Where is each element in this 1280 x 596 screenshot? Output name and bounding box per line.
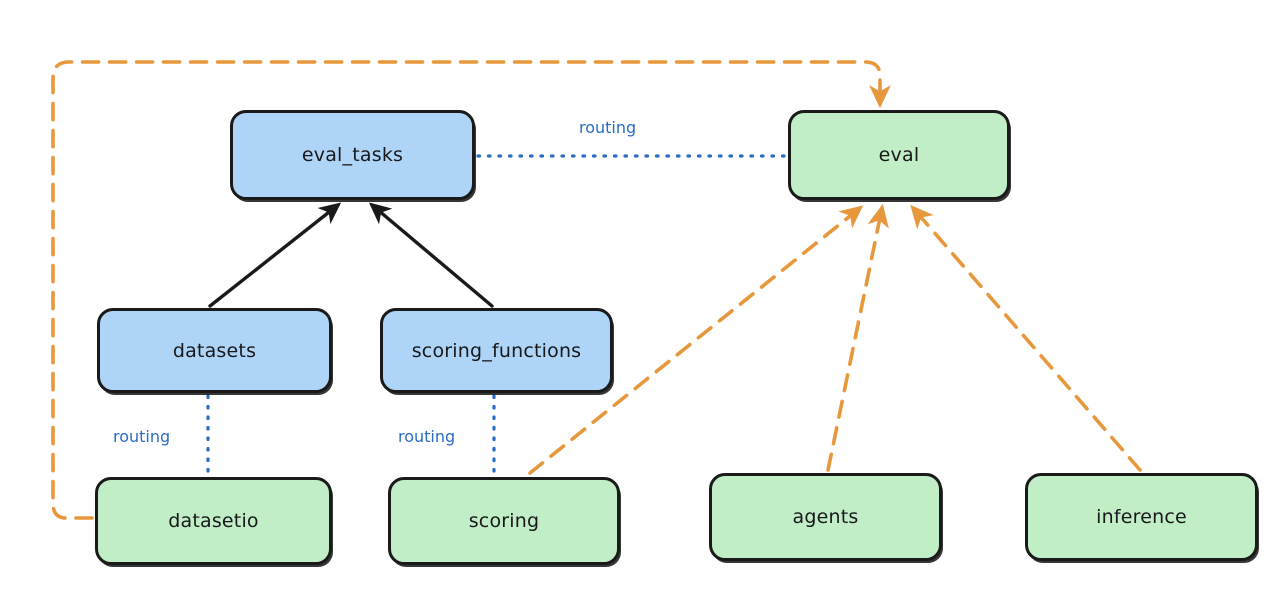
node-eval[interactable]: eval — [788, 110, 1010, 200]
node-label: scoring — [468, 510, 540, 532]
edge-scoring-to-eval — [528, 205, 864, 475]
node-label: eval — [878, 144, 920, 166]
edge-datasets-to-eval-tasks — [208, 202, 342, 308]
node-inference[interactable]: inference — [1025, 473, 1258, 561]
node-datasetio[interactable]: datasetio — [95, 477, 332, 565]
edge-scoring-functions-to-eval-tasks — [368, 202, 494, 308]
node-scoring[interactable]: scoring — [388, 477, 620, 565]
node-agents[interactable]: agents — [709, 473, 942, 561]
node-label: scoring_functions — [411, 339, 582, 362]
node-label: agents — [792, 506, 859, 528]
edge-inference-to-eval — [910, 204, 1142, 472]
node-label: eval_tasks — [301, 144, 404, 166]
node-label: datasetio — [168, 510, 259, 532]
node-datasets[interactable]: datasets — [97, 308, 332, 393]
edge-label-routing-scoring: routing — [398, 427, 456, 446]
node-label: datasets — [172, 339, 257, 362]
edge-datasetio-to-eval — [51, 60, 891, 520]
node-eval-tasks[interactable]: eval_tasks — [230, 110, 475, 200]
node-scoring-functions[interactable]: scoring_functions — [380, 308, 613, 393]
edge-label-routing-datasets: routing — [113, 427, 171, 446]
edge-agents-to-eval — [826, 203, 889, 472]
edge-label-routing-eval: routing — [579, 118, 637, 137]
node-label: inference — [1096, 506, 1187, 528]
